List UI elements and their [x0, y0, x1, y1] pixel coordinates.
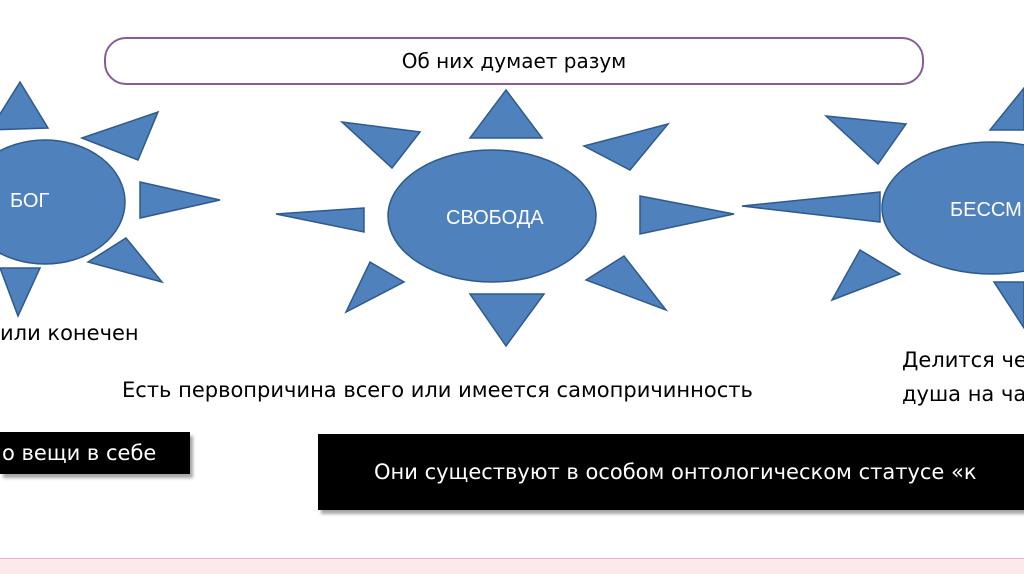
sun-bessmertie	[741, 86, 1024, 330]
left-statement-box: о вещи в себе	[0, 432, 190, 474]
bottom-strip	[0, 558, 1024, 574]
node-svoboda-label: СВОБОДА	[446, 207, 544, 229]
ray	[86, 237, 165, 284]
right-caption-line1: Делится че	[902, 348, 1024, 372]
ray	[992, 281, 1024, 330]
node-svoboda-ellipse	[387, 149, 597, 283]
sun-svoboda	[275, 88, 735, 348]
ray	[468, 293, 546, 348]
ray	[584, 255, 669, 312]
node-bog-ellipse	[0, 139, 126, 265]
node-bessmertie-ellipse	[881, 141, 1024, 275]
ray	[0, 267, 42, 318]
ray	[468, 88, 544, 139]
left-caption: или конечен	[0, 321, 139, 345]
sun-bog	[0, 80, 221, 318]
mind-thinks-banner: Об них думает разум	[104, 37, 924, 85]
ray	[139, 181, 221, 219]
right-statement-box: Они существуют в особом онтологическом с…	[318, 434, 1024, 510]
banner-text: Об них думает разум	[401, 49, 627, 73]
node-bessmertie-label: БЕССМ	[950, 199, 1022, 221]
ray	[581, 122, 671, 171]
ray	[823, 115, 908, 166]
node-bog-label: БОГ	[10, 190, 49, 212]
left-statement-text: о вещи в себе	[2, 441, 157, 465]
ray	[830, 248, 902, 302]
right-caption-line2: душа на ча	[902, 382, 1024, 406]
ray	[741, 191, 881, 223]
ray	[344, 260, 406, 314]
ray	[275, 207, 365, 233]
center-caption: Есть первопричина всего или имеется само…	[122, 378, 753, 402]
ray	[339, 120, 422, 170]
ray	[639, 195, 735, 235]
ray	[0, 80, 50, 131]
ray	[988, 86, 1024, 131]
ray	[79, 110, 160, 161]
right-statement-text: Они существуют в особом онтологическом с…	[374, 460, 977, 484]
